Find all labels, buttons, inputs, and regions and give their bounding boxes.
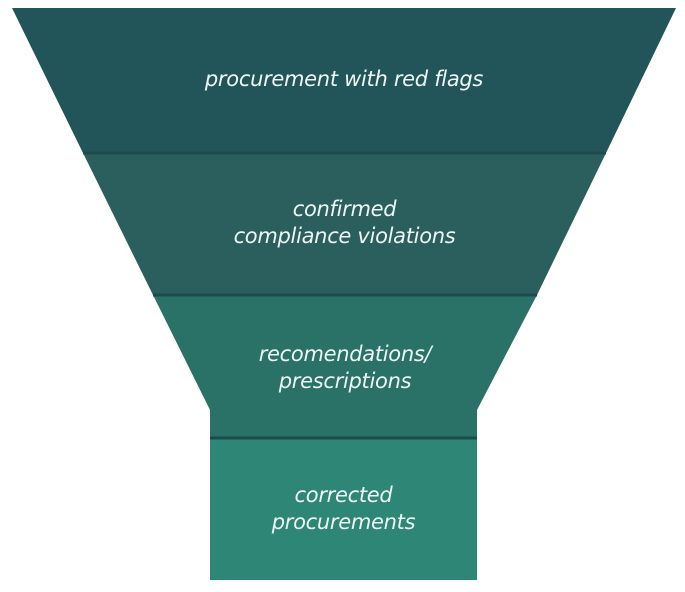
funnel-stage-2 [83, 153, 606, 295]
stage-2-label: confirmed compliance violations [83, 196, 606, 250]
stage-3-label: recomendations/ prescriptions [153, 341, 537, 395]
funnel-stage-4 [210, 438, 477, 580]
stage-2-label-line: confirmed [292, 197, 397, 221]
stage-1-label-line: procurement with red flags [204, 67, 484, 91]
stage-3-label-line: recomendations/ [258, 342, 432, 366]
stage-1-label: procurement with red flags [12, 66, 676, 93]
stage-4-label: corrected procurements [210, 482, 477, 536]
stage-4-label-line: corrected [294, 483, 393, 507]
funnel-stage-3 [153, 295, 537, 438]
funnel-stage-1 [12, 8, 676, 153]
stage-2-label-line: compliance violations [233, 224, 456, 248]
stage-4-label-line: procurements [271, 510, 416, 534]
stage-3-label-line: prescriptions [278, 369, 412, 393]
